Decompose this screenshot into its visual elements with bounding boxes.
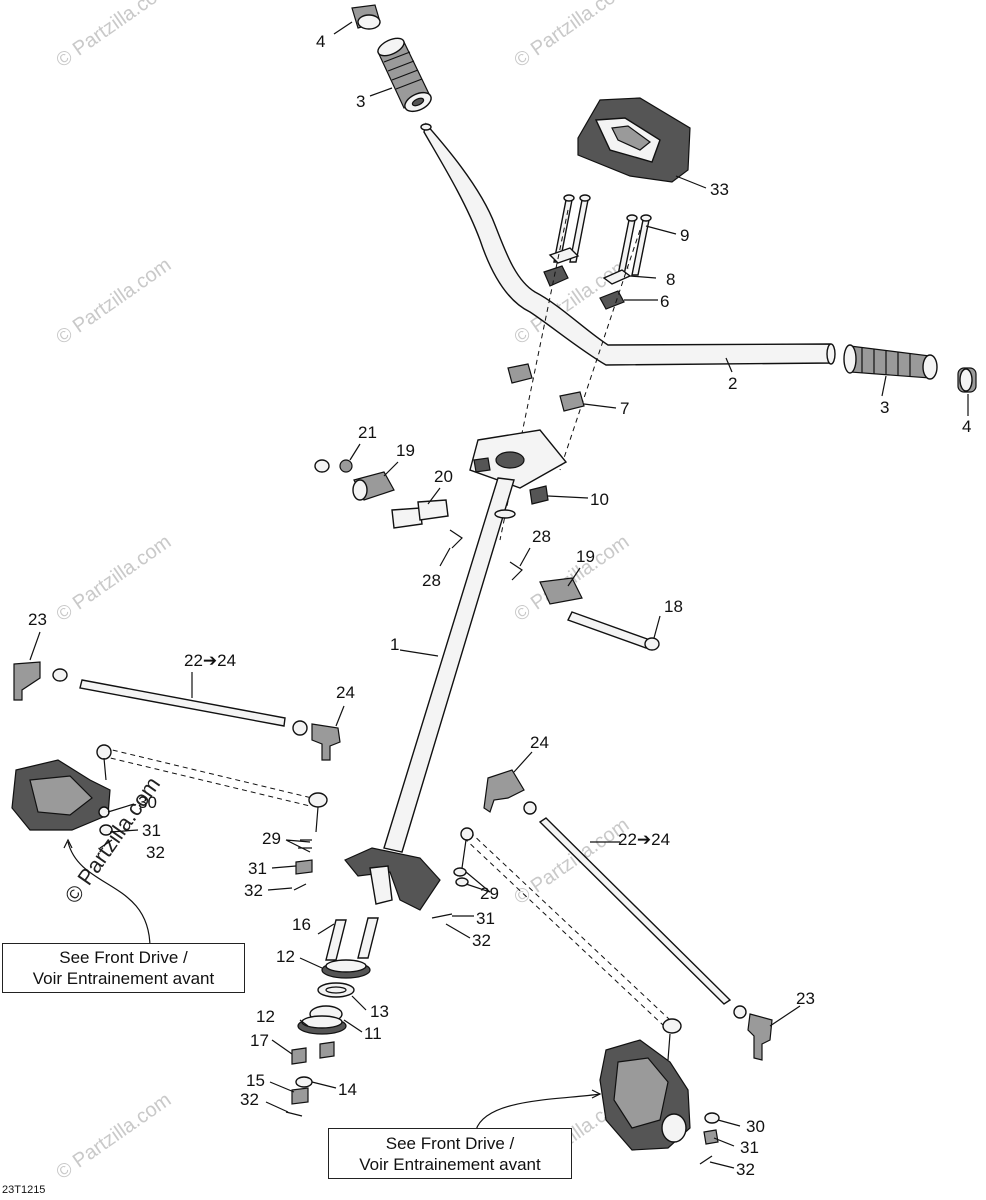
callout-20: 20 [434,467,453,486]
callout-3: 3 [880,398,889,417]
note-line-1: See Front Drive / [59,948,188,967]
note-line-1: See Front Drive / [385,1134,515,1153]
handlebar [420,122,836,366]
callout-32: 32 [244,881,263,900]
right-tie-rod [483,769,773,1061]
watermark: © Partzilla.com [52,1089,175,1184]
left-end-cap [351,4,381,30]
callout-33: 33 [710,180,729,199]
right-end-cap [957,367,977,393]
left-tie-rod-assembly [96,744,328,833]
clamp-plates [543,247,632,310]
callout-31: 31 [248,859,267,878]
right-knuckle [599,1039,691,1151]
callout-24: 24 [530,733,549,752]
watermark: © Partzilla.com [52,531,175,626]
note-line-2: Voir Entrainement avant [359,1155,541,1174]
centerline [559,229,641,471]
callout-30: 30 [746,1117,765,1136]
callout-2: 2 [728,374,737,393]
upper-bushings [314,459,523,581]
callout-28: 28 [532,527,551,546]
lower-bushing [539,577,660,651]
left-hardware [293,839,313,891]
callout-22-24: 22➔24 [618,830,670,849]
callout-29: 29 [262,829,281,848]
watermark: © Partzilla.com [510,0,633,72]
callout-3: 3 [356,92,365,111]
callout-7: 7 [620,399,629,418]
callout-31: 31 [142,821,161,840]
column-bracket [344,847,441,911]
callouts: 4 3 33 9 8 6 2 3 4 7 21 19 20 10 28 19 2… [28,32,971,1179]
callout-30: 30 [138,793,157,812]
callout-13: 13 [370,1002,389,1021]
left-grip [377,37,432,113]
callout-31: 31 [476,909,495,928]
upper-support [469,429,568,505]
callout-14: 14 [338,1080,357,1099]
callout-12: 12 [256,1007,275,1026]
callout-22-24: 22➔24 [184,651,236,670]
callout-24: 24 [336,683,355,702]
callout-32: 32 [240,1090,259,1109]
callout-1: 1 [390,635,399,654]
handlebar-cover [577,97,691,183]
watermark: © Partzilla.com [52,0,175,72]
left-knuckle [11,759,113,849]
callout-11: 11 [364,1024,382,1043]
callout-29: 29 [480,884,499,903]
callout-32: 32 [472,931,491,950]
callout-19: 19 [576,547,595,566]
left-tie-rod [13,661,341,761]
callout-6: 6 [660,292,669,311]
note-line-2: Voir Entrainement avant [32,969,215,988]
lower-clamps [507,363,585,412]
callout-32: 32 [146,843,165,862]
callout-8: 8 [666,270,675,289]
callout-23: 23 [796,989,815,1008]
callout-15: 15 [246,1071,265,1090]
callout-32: 32 [736,1160,755,1179]
callout-18: 18 [664,597,683,616]
steering-column [383,477,516,853]
callout-16: 16 [292,915,311,934]
front-drive-reference-left: See Front Drive / Voir Entrainement avan… [2,943,245,993]
callout-12: 12 [276,947,295,966]
callout-28: 28 [422,571,441,590]
figure-code: 23T1215 [2,1184,46,1196]
callout-9: 9 [680,226,689,245]
callout-31: 31 [740,1138,759,1157]
callout-4: 4 [962,417,971,436]
leader-lines [29,21,969,1169]
callout-21: 21 [358,423,377,442]
clamp-bolts [553,194,652,276]
callout-19: 19 [396,441,415,460]
watermark: © Partzilla.com [52,254,175,349]
right-tie-rod-assembly [460,827,682,1061]
callout-4: 4 [316,32,325,51]
front-drive-reference-right: See Front Drive / Voir Entrainement avan… [328,1128,572,1179]
right-grip [843,344,938,380]
callout-10: 10 [590,490,609,509]
callout-23: 23 [28,610,47,629]
lower-bearing-stack [285,917,379,1117]
callout-17: 17 [250,1031,269,1050]
